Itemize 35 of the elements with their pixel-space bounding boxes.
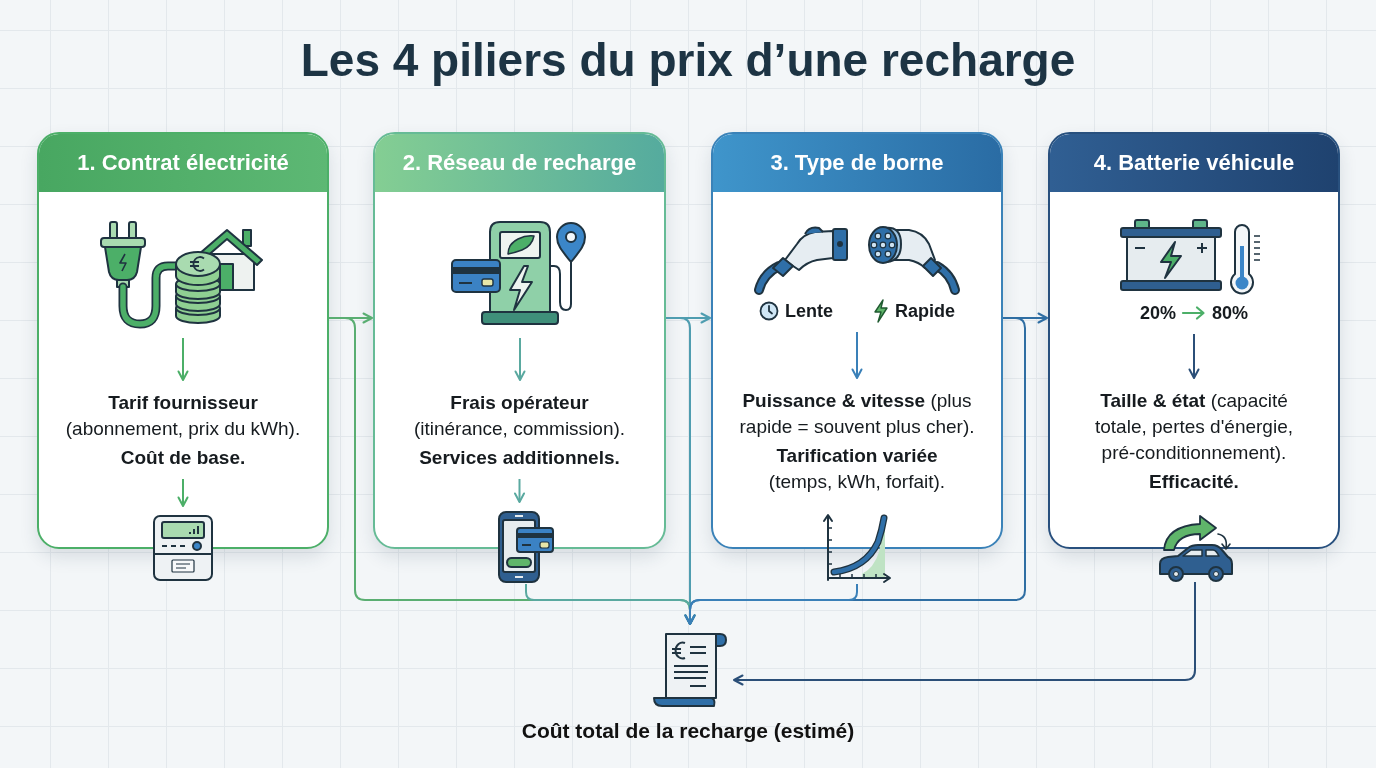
caption-text: Coût total de la recharge (estimé) bbox=[521, 718, 855, 744]
summary-text: Services additionnels. bbox=[419, 446, 620, 470]
description-text: Tarification variée (temps, kWh, forfait). bbox=[767, 444, 947, 494]
description-text: Tarif fournisseur (abonnement, prix du kWh). bbox=[64, 391, 302, 441]
pillar-card bbox=[373, 132, 666, 549]
flow-arrow bbox=[514, 478, 525, 503]
flow-arrow bbox=[177, 337, 189, 381]
flow-arrow bbox=[851, 331, 863, 379]
pillar-card bbox=[1048, 132, 1340, 549]
car-arrow-icon bbox=[1156, 512, 1234, 582]
flow-arrow bbox=[684, 583, 858, 625]
flow-arrow bbox=[177, 478, 189, 507]
flow-arrow bbox=[514, 337, 526, 381]
description-text: Frais opérateur (itinérance, commission). bbox=[412, 391, 627, 441]
flow-arrow bbox=[1188, 333, 1200, 379]
phone-card-icon bbox=[497, 510, 555, 584]
speed-label: Rapide bbox=[895, 300, 955, 322]
description-text: Taille & état (capacité totale, pertes d'énergie, pré-conditionnement). bbox=[1094, 389, 1294, 465]
pillar-card bbox=[37, 132, 329, 549]
charge-level-label: 20% bbox=[1139, 302, 1176, 324]
electricity-meter-icon bbox=[152, 514, 214, 582]
title: Les 4 piliers du prix d’une recharge bbox=[300, 33, 1076, 88]
summary-text: Coût de base. bbox=[120, 446, 246, 470]
summary-text: Efficacité. bbox=[1149, 470, 1239, 494]
card-title: 3. Type de borne bbox=[770, 149, 944, 177]
pillar-card bbox=[711, 132, 1003, 549]
description-text: Puissance & vitesse (plus rapide = souvent plus cher). bbox=[738, 389, 976, 439]
charge-level-label: 80% bbox=[1212, 302, 1249, 324]
card-title: 4. Batterie véhicule bbox=[1093, 149, 1295, 177]
flow-arrow bbox=[733, 581, 1196, 686]
rising-curve-chart-icon bbox=[822, 512, 892, 584]
card-title: 1. Contrat électricité bbox=[77, 149, 289, 177]
speed-label: Lente bbox=[785, 300, 833, 322]
euro-receipt-icon bbox=[650, 630, 730, 708]
card-title: 2. Réseau de recharge bbox=[402, 149, 637, 177]
